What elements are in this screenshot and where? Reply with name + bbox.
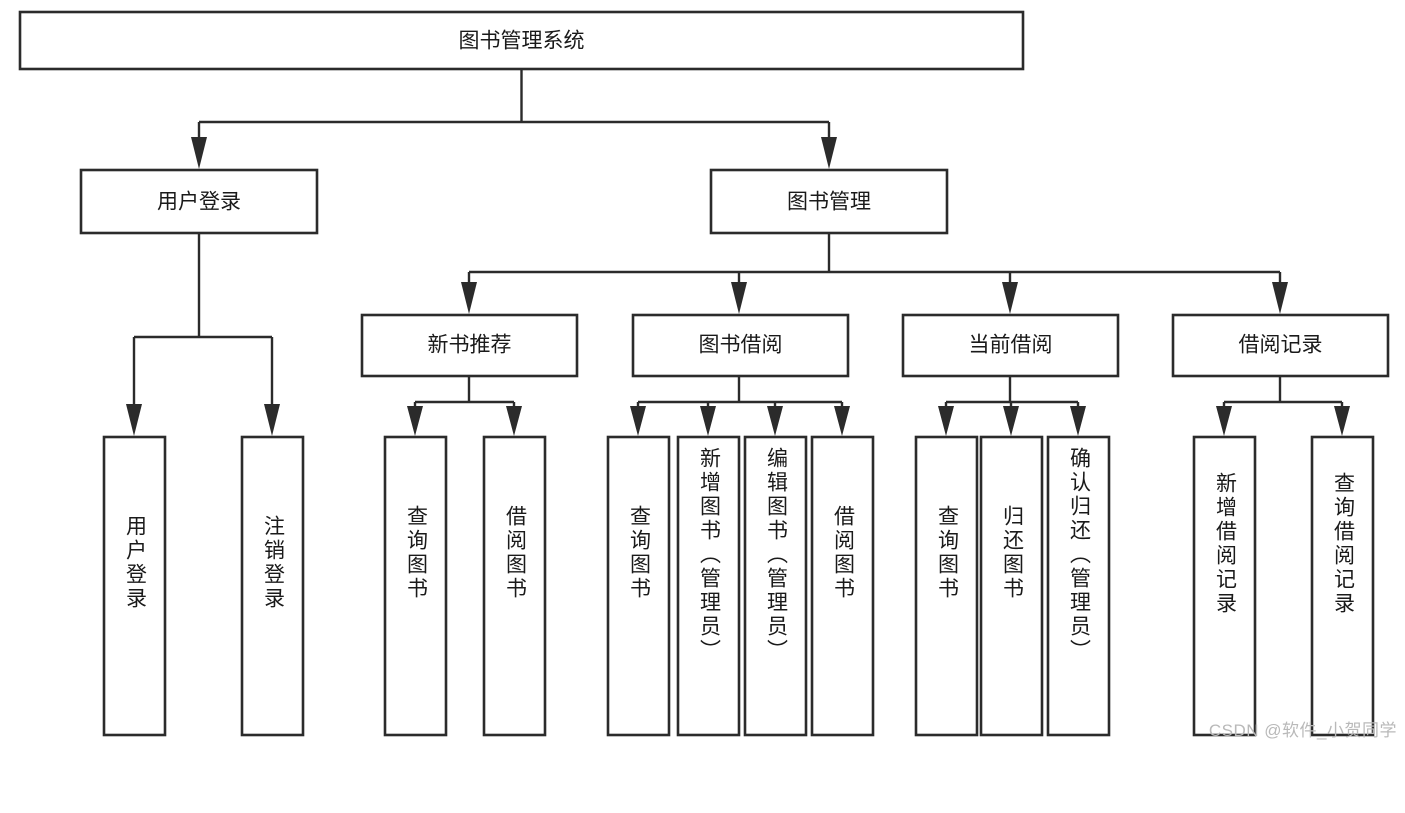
- node-new-book-rec-label: 新书推荐: [428, 334, 512, 357]
- csdn-watermark: CSDN @软件_小贺同学: [1208, 721, 1397, 740]
- node-leaf-edit-book[interactable]: [743, 435, 808, 737]
- node-borrow-record-label: 借阅记录: [1239, 334, 1323, 357]
- arrow-head-leaf-query-record: [1334, 406, 1350, 436]
- connector-layer: [126, 69, 1350, 436]
- arrow-head-leaf-query-book-2: [630, 406, 646, 436]
- node-leaf-query-book-3[interactable]: [914, 435, 979, 737]
- node-leaf-borrow-book-1[interactable]: [482, 435, 547, 737]
- node-leaf-user-logout[interactable]: [240, 435, 305, 737]
- arrow-head-leaf-edit-book: [767, 406, 783, 436]
- tree-diagram-svg: 图书管理系统 用户登录 图书管理 新书推荐 图书借阅 当前借阅 借阅记录: [18, 10, 1390, 737]
- node-book-borrow-label: 图书借阅: [699, 334, 783, 357]
- node-leaf-user-login[interactable]: [102, 435, 167, 737]
- diagram-canvas: 图书管理系统 用户登录 图书管理 新书推荐 图书借阅 当前借阅 借阅记录: [18, 10, 1397, 740]
- node-leaf-confirm-return[interactable]: [1046, 435, 1111, 737]
- node-book-manage[interactable]: [709, 168, 949, 235]
- arrow-head-leaf-user-login: [126, 404, 142, 436]
- node-layer: 图书管理系统 用户登录 图书管理 新书推荐 图书借阅 当前借阅 借阅记录: [18, 10, 1390, 737]
- arrow-head-user-login: [191, 137, 207, 169]
- node-leaf-return-book[interactable]: [979, 435, 1044, 737]
- arrow-head-leaf-query-book-1: [407, 406, 423, 436]
- node-user-login-label: 用户登录: [157, 191, 241, 214]
- node-leaf-query-book-1[interactable]: [383, 435, 448, 737]
- node-leaf-query-record[interactable]: [1310, 435, 1375, 737]
- node-root[interactable]: [18, 10, 1025, 71]
- node-current-borrow[interactable]: [901, 313, 1120, 378]
- node-borrow-record[interactable]: [1171, 313, 1390, 378]
- arrow-head-borrow-record: [1272, 282, 1288, 314]
- arrow-head-leaf-borrow-book-2: [834, 406, 850, 436]
- arrow-head-leaf-add-book: [700, 406, 716, 436]
- node-root-label: 图书管理系统: [459, 30, 585, 53]
- arrow-head-new-book-rec: [461, 282, 477, 314]
- node-current-borrow-label: 当前借阅: [969, 334, 1053, 357]
- arrow-head-leaf-return-book: [1003, 406, 1019, 436]
- arrow-head-book-manage: [821, 137, 837, 169]
- node-user-login[interactable]: [79, 168, 319, 235]
- arrow-head-leaf-query-book-3: [938, 406, 954, 436]
- node-new-book-rec[interactable]: [360, 313, 579, 378]
- arrow-head-book-borrow: [731, 282, 747, 314]
- arrow-head-leaf-confirm-return: [1070, 406, 1086, 436]
- node-book-manage-label: 图书管理: [787, 191, 871, 214]
- arrow-head-leaf-user-logout: [264, 404, 280, 436]
- node-leaf-add-record[interactable]: [1192, 435, 1257, 737]
- arrow-head-leaf-borrow-book-1: [506, 406, 522, 436]
- node-leaf-borrow-book-2[interactable]: [810, 435, 875, 737]
- node-leaf-add-book[interactable]: [676, 435, 741, 737]
- arrow-head-leaf-add-record: [1216, 406, 1232, 436]
- arrow-head-current-borrow: [1002, 282, 1018, 314]
- node-leaf-query-book-2[interactable]: [606, 435, 671, 737]
- node-book-borrow[interactable]: [631, 313, 850, 378]
